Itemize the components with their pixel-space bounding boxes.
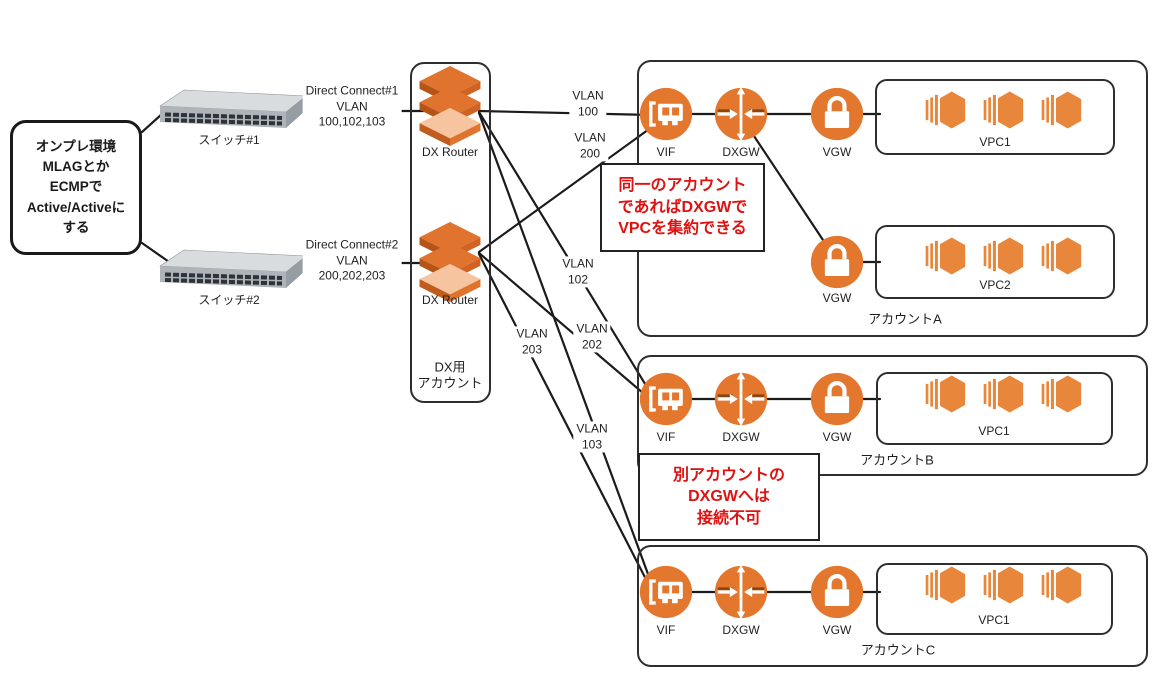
vgw-a1-label: VGW <box>822 144 852 159</box>
ec2-instance-icon <box>925 375 966 413</box>
account-b-label: アカウントB <box>860 452 934 468</box>
dx-router2-icon <box>419 222 481 302</box>
dx-router1-icon <box>419 66 481 146</box>
switch1-label: スイッチ#1 <box>198 132 260 147</box>
wire-vlan202 <box>477 251 652 401</box>
vif-icon <box>639 372 693 426</box>
vif-icon <box>639 87 693 141</box>
vlan-103-label: VLAN 103 <box>573 421 611 453</box>
dx-account-box <box>410 62 491 403</box>
vif-b-label: VIF <box>656 429 676 444</box>
account-c-label: アカウントC <box>860 642 936 658</box>
wire-vlan203 <box>477 252 654 593</box>
vpc1-b-box <box>876 372 1113 445</box>
dx-account-label: DX用 アカウント <box>417 359 483 390</box>
vgw-icon <box>809 371 865 427</box>
wire-vlan200 <box>477 125 654 254</box>
ec2-instance-icon <box>1041 375 1082 413</box>
vgw-b-label: VGW <box>822 429 852 444</box>
switch1-icon <box>158 88 308 130</box>
dxgw-c-label: DXGW <box>722 622 760 637</box>
vlan-102-label: VLAN 102 <box>559 256 597 288</box>
switch2-icon <box>158 248 308 290</box>
ec2-instance-icon <box>983 375 1024 413</box>
wire-vlan103 <box>477 111 654 587</box>
annotation-same-account: 同一のアカウント であればDXGWで VPCを集約できる <box>600 163 765 252</box>
vpc1-c-label: VPC1 <box>978 612 1010 627</box>
annotation-other-account: 別アカウントの DXGWへは 接続不可 <box>638 453 820 541</box>
vlan-203-label: VLAN 203 <box>513 326 551 358</box>
onprem-label: オンプレ環境 MLAGとか ECMPで Active/Activeに する <box>26 138 126 235</box>
direct-connect1-label: Direct Connect#1 VLAN 100,102,103 <box>302 83 402 131</box>
switch2-label: スイッチ#2 <box>198 292 260 307</box>
wire-vlan100 <box>477 109 654 117</box>
dxgw-icon <box>713 371 769 427</box>
vif-icon <box>639 565 693 619</box>
account-a-label: アカウントA <box>868 311 942 327</box>
account-b-box <box>637 355 1148 476</box>
vgw-icon <box>809 86 865 142</box>
annotation-same-account-text: 同一のアカウント であればDXGWで VPCを集約できる <box>617 177 748 238</box>
wire-onprem-switch2 <box>140 241 174 266</box>
vpc1-b-label: VPC1 <box>978 423 1010 438</box>
dxgw-b-label: DXGW <box>722 429 760 444</box>
ec2-instance-icon <box>983 237 1024 275</box>
wire-dxgwA-vgw2 <box>750 131 825 242</box>
vlan-100-label: VLAN 100 <box>569 88 607 120</box>
dxgw-icon <box>713 86 769 142</box>
account-c-box <box>637 545 1148 667</box>
ec2-instance-icon <box>1041 91 1082 129</box>
vgw-a2-label: VGW <box>822 290 852 305</box>
dx-router2-label: DX Router <box>421 292 479 307</box>
dxgw-icon <box>713 564 769 620</box>
onprem-box: オンプレ環境 MLAGとか ECMPで Active/Activeに する <box>10 120 142 255</box>
dx-router1-label: DX Router <box>421 144 479 159</box>
direct-connect2-label: Direct Connect#2 VLAN 200,202,203 <box>302 237 402 285</box>
vgw-c-label: VGW <box>822 622 852 637</box>
vpc1-a-box <box>875 79 1115 155</box>
vlan-202-label: VLAN 202 <box>573 321 611 353</box>
vpc1-a-label: VPC1 <box>979 134 1011 149</box>
vif-a-label: VIF <box>656 144 676 159</box>
vlan-200-label: VLAN 200 <box>571 130 609 162</box>
ec2-instance-icon <box>1041 237 1082 275</box>
vpc1-c-box <box>876 563 1113 635</box>
ec2-instance-icon <box>983 91 1024 129</box>
vif-c-label: VIF <box>656 622 676 637</box>
ec2-instance-icon <box>925 566 966 604</box>
vgw-icon <box>809 564 865 620</box>
ec2-instance-icon <box>925 237 966 275</box>
ec2-instance-icon <box>983 566 1024 604</box>
annotation-other-account-text: 別アカウントの DXGWへは 接続不可 <box>672 466 785 527</box>
vpc2-a-label: VPC2 <box>979 277 1011 292</box>
ec2-instance-icon <box>925 91 966 129</box>
dxgw-a-label: DXGW <box>722 144 760 159</box>
vgw-icon <box>809 234 865 290</box>
ec2-instance-icon <box>1041 566 1082 604</box>
vpc2-a-box <box>875 225 1115 299</box>
wire-vlan102 <box>477 110 652 394</box>
